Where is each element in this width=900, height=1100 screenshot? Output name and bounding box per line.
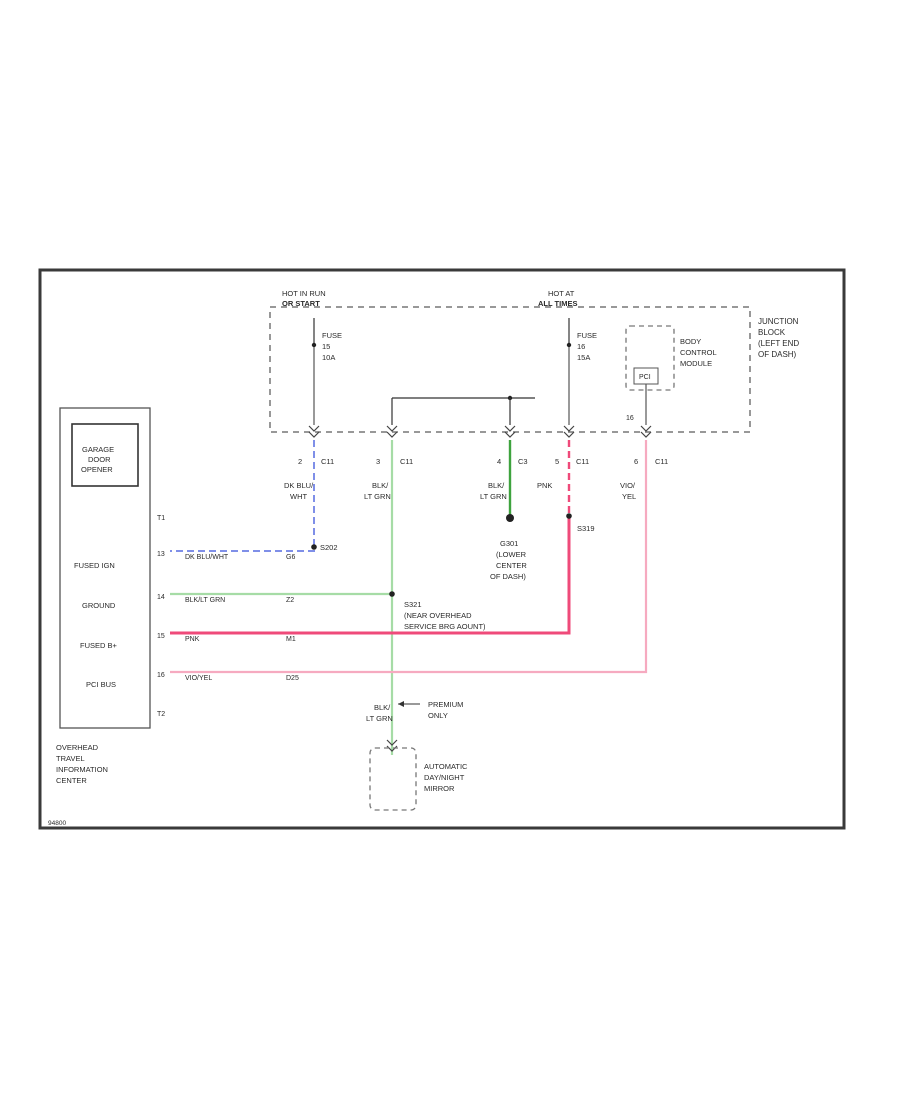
connector-c11-pin5: 5 (555, 457, 559, 466)
connector-c11-name-2: C11 (400, 457, 413, 466)
garage-door-opener-box (71, 423, 139, 487)
bcm-pin-16: 16 (626, 415, 634, 422)
wire-vio-yel (170, 440, 648, 674)
h-wire-code-g6: G6 (286, 554, 295, 561)
h-wire-code-m1: M1 (286, 636, 296, 643)
premium-only-arrowhead (398, 701, 404, 707)
wire-pnk-solid (170, 516, 571, 635)
h-wire-blk-label: BLK/LT GRN (185, 597, 225, 604)
wire-pnk-label: PNK (537, 481, 552, 490)
fuse16-dot (566, 342, 572, 348)
junction-block-outline (269, 306, 751, 433)
otic-fused-ign: FUSED IGN (74, 561, 115, 570)
h-wire-vio-label: VIO/YEL (185, 675, 212, 682)
otic-fused-b: FUSED B+ (80, 641, 118, 650)
otic-ground: GROUND (82, 601, 116, 610)
otic-pin-16: 16 (157, 672, 165, 679)
otic-pin-13: 13 (157, 551, 165, 558)
wire-blk-ltgrn-lower-label: BLK/LT GRN (366, 703, 393, 723)
splice-s202-dot (311, 544, 317, 550)
ground-g301-dot (506, 514, 514, 522)
connector-c11-pin3: 3 (376, 457, 380, 466)
connector-chevrons (308, 425, 652, 438)
h-wire-code-d25: D25 (286, 675, 299, 682)
wire-blk-ltgrn-label-2: BLK/LT GRN (480, 481, 507, 501)
connector-c11-name-1: C11 (321, 457, 334, 466)
connector-c11-name-4: C11 (655, 457, 668, 466)
h-wire-code-z2: Z2 (286, 597, 294, 604)
otic-pin-14: 14 (157, 594, 165, 601)
bcm-outline (625, 325, 675, 391)
connector-c11-pin6: 6 (634, 457, 638, 466)
splice-s202-label: S202 (320, 543, 338, 552)
mirror-outline (369, 747, 417, 811)
splice-s321-dot (389, 591, 395, 597)
otic-pci-bus: PCI BUS (86, 680, 116, 689)
bcm-pci-label: PCI (639, 374, 651, 381)
wire-blk-ltgrn-label-1: BLK/LT GRN (364, 481, 391, 501)
wire-dkblu-wht (170, 440, 315, 552)
connector-c3-name: C3 (518, 457, 528, 466)
otic-pin-t2: T2 (157, 711, 165, 718)
diagram-frame (38, 268, 846, 830)
connector-c11-pin2: 2 (298, 457, 302, 466)
h-wire-pnk-label: PNK (185, 636, 200, 643)
otic-pin-15: 15 (157, 633, 165, 640)
otic-pin-t1: T1 (157, 515, 165, 522)
splice-s319-dot (566, 513, 572, 519)
fuse15-dot (311, 342, 317, 348)
connector-c3-pin4: 4 (497, 457, 501, 466)
otic-outline (59, 407, 151, 729)
connector-c11-name-3: C11 (576, 457, 589, 466)
h-wire-dkblu-label: DK BLU/WHT (185, 554, 229, 561)
wire-dkblu-label: DK BLU/WHT (284, 481, 314, 501)
wire-vio-yel-label: VIO/YEL (620, 481, 636, 501)
diagram-id: 94800 (48, 820, 66, 827)
splice-s319-label: S319 (577, 524, 595, 533)
